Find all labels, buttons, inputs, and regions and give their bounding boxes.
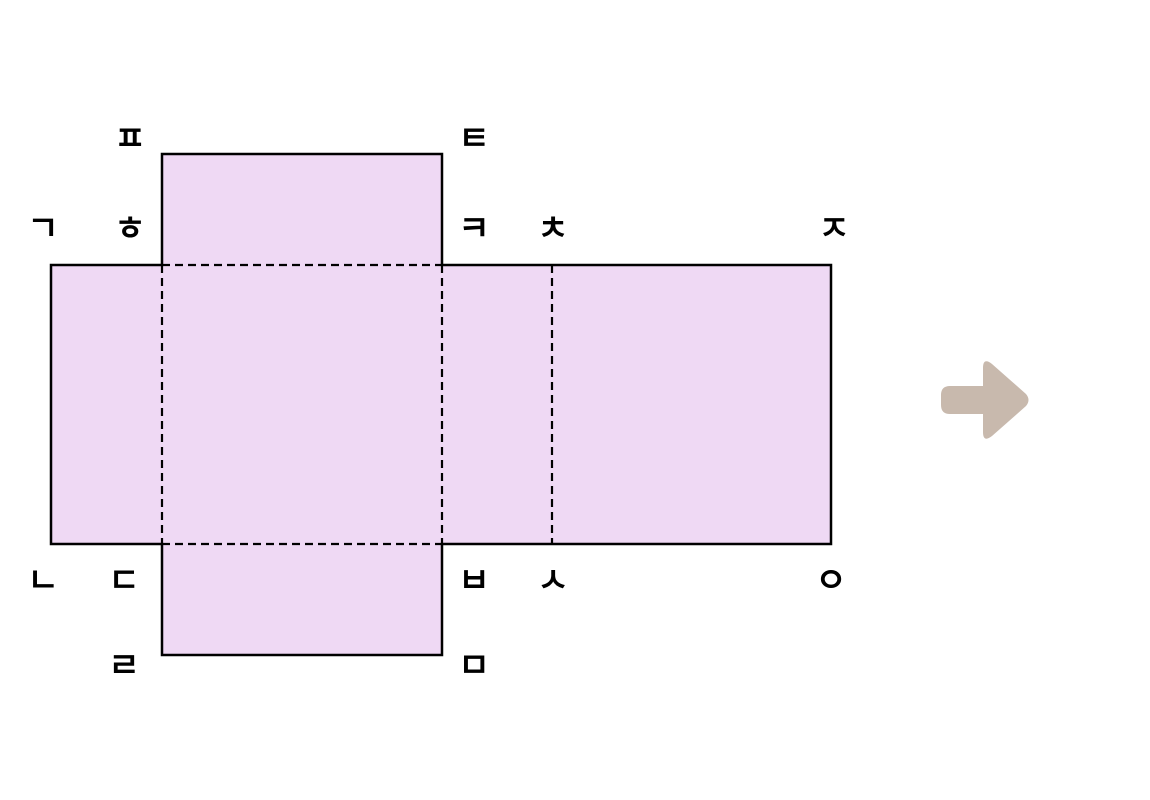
vertex-label: ㅂ [458, 561, 489, 601]
right-arrow-icon [941, 361, 1029, 439]
vertex-label: ㅅ [537, 561, 568, 601]
fold-lines [160, 263, 554, 546]
vertex-label: ㄱ [27, 209, 58, 249]
vertex-label: ㅈ [818, 209, 849, 249]
vertex-label: ㄹ [108, 646, 139, 686]
vertex-label: ㅍ [114, 119, 145, 159]
bottom-flap-face [162, 544, 442, 655]
vertex-label: ㅊ [537, 209, 568, 249]
vertex-label: ㅋ [458, 209, 489, 249]
vertex-label: ㄷ [108, 561, 139, 601]
top-flap-face [162, 154, 442, 265]
vertex-labels: ㅍ ㅌ ㄱ ㅎ ㅋ ㅊ ㅈ ㄴ ㄷ ㅂ ㅅ ㅇ ㄹ ㅁ [27, 119, 849, 686]
vertex-label: ㄴ [27, 561, 58, 601]
vertex-label: ㅁ [458, 646, 489, 686]
vertex-label: ㅎ [114, 209, 145, 249]
vertex-label: ㅇ [815, 561, 846, 601]
vertex-label: ㅌ [458, 119, 489, 159]
